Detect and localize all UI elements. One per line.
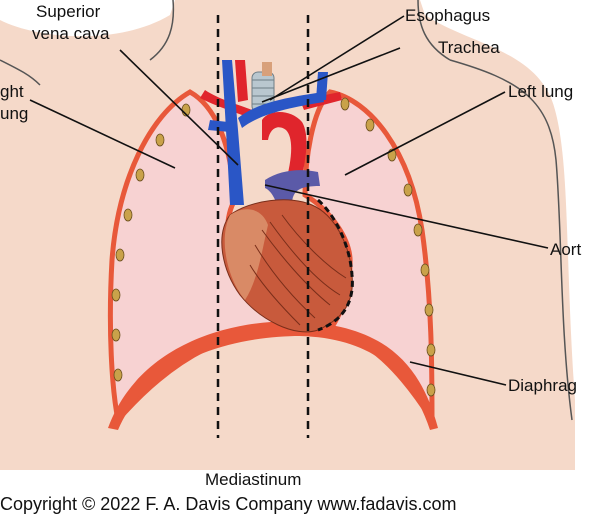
diaphragm	[108, 321, 438, 430]
right-atrium	[224, 209, 268, 300]
label-aorta: Aort	[550, 240, 582, 259]
brachiocephalic-vein-left	[208, 120, 230, 132]
label-diaphragm: Diaphrag	[508, 376, 577, 395]
neck-outline-left	[149, 0, 175, 61]
superior-vena-cava	[222, 60, 244, 205]
label-superior-vena-cava-line1: Superior	[36, 2, 101, 21]
heart-muscle-lines	[249, 214, 347, 326]
label-mediastinum: Mediastinum	[205, 470, 302, 489]
label-right-lung-line2: ung	[0, 104, 29, 123]
shoulder-outline-left	[0, 59, 41, 86]
label-esophagus: Esophagus	[405, 6, 491, 25]
pericardium-border	[316, 198, 354, 332]
aorta	[262, 112, 307, 185]
brachiocephalic-vein-right	[238, 92, 324, 128]
copyright-notice: Copyright © 2022 F. A. Davis Company www…	[0, 494, 457, 514]
label-superior-vena-cava-line2: vena cava	[32, 24, 110, 43]
shoulder-outline-right	[449, 59, 573, 421]
neck-outline-right	[417, 0, 451, 61]
label-trachea: Trachea	[438, 38, 500, 57]
label-left-lung: Left lung	[508, 82, 574, 101]
left-carotid-artery	[235, 60, 248, 102]
label-right-lung-line1: ght	[0, 82, 24, 101]
leader-lines	[29, 15, 549, 386]
